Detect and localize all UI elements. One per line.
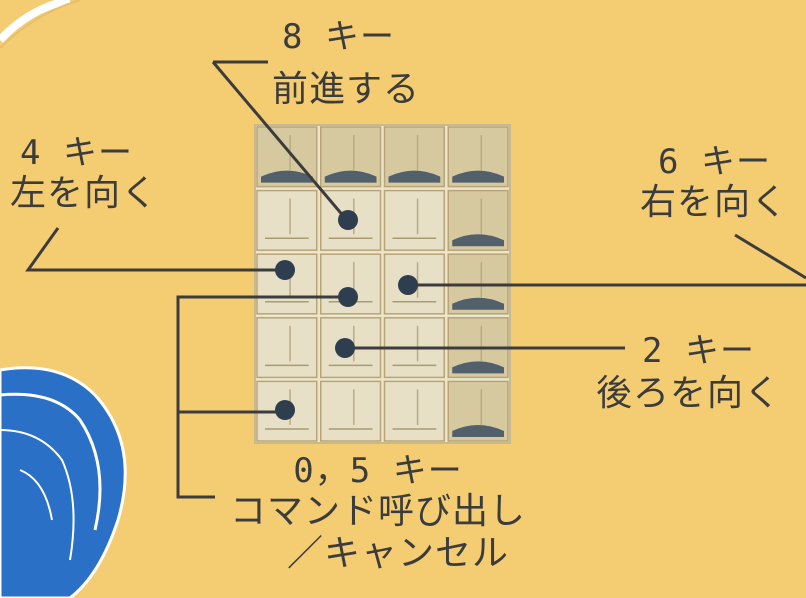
key6-leader-top [734, 233, 806, 280]
top-left-arc-inner [0, 0, 81, 49]
key4-name: 4 キー [20, 133, 133, 173]
key0-5-line1: コマンド呼び出し [229, 491, 526, 532]
key8-action-label: 前進する [272, 72, 420, 108]
key8-leader [211, 61, 347, 219]
leader-lines [25, 60, 806, 499]
dot-key5 [338, 287, 358, 307]
dot-key2 [335, 338, 355, 358]
top-left-arc [0, 0, 71, 43]
keypad-cell [320, 380, 382, 442]
key0-5-name: 0，5 キー [293, 451, 463, 491]
key0-5-leader [176, 295, 345, 499]
dot-key4 [275, 260, 295, 280]
key4-action: 左を向く [10, 173, 159, 214]
keypad-cell [383, 189, 445, 251]
dot-key0 [275, 400, 295, 420]
blue-decorative-shape [0, 366, 127, 598]
key8-action: 前進する [272, 69, 421, 110]
keypad-cell-shadow [452, 170, 504, 183]
key2-name: 2 キー [642, 331, 755, 371]
key8-label: 8 キー [282, 20, 395, 54]
keypad-cell-shadow [452, 361, 504, 374]
key4-leader [25, 227, 285, 272]
keypad-cell-shadow [452, 297, 504, 310]
keypad-cell-shadow [261, 170, 313, 183]
keypad-cell-shadow [452, 425, 504, 437]
key2-action: 後ろを向く [596, 373, 782, 414]
dot-key8 [338, 210, 358, 230]
key0-5-label: 0，5 キー コマンド呼び出し ／キャンセル [228, 454, 528, 572]
keypad-cell-shadow [452, 234, 504, 247]
keypad-cell [256, 189, 318, 251]
key8-name: 8 キー [282, 17, 395, 57]
keypad-cell-shadow [324, 170, 377, 183]
keypad-cell-shadow [388, 170, 441, 183]
key-dots [275, 210, 418, 420]
key0-5-line2: ／キャンセル [286, 533, 509, 574]
keypad-cell [383, 380, 445, 442]
key4-label: 4 キー 左を向く [10, 133, 158, 212]
key6-name: 6 キー [658, 142, 771, 182]
dot-key6 [398, 275, 418, 295]
key2-label: 2 キー 後ろを向く [596, 334, 781, 412]
keypad-cell [256, 317, 318, 379]
key6-label: 6 キー 右を向く [640, 145, 788, 221]
key6-action: 右を向く [640, 182, 789, 223]
